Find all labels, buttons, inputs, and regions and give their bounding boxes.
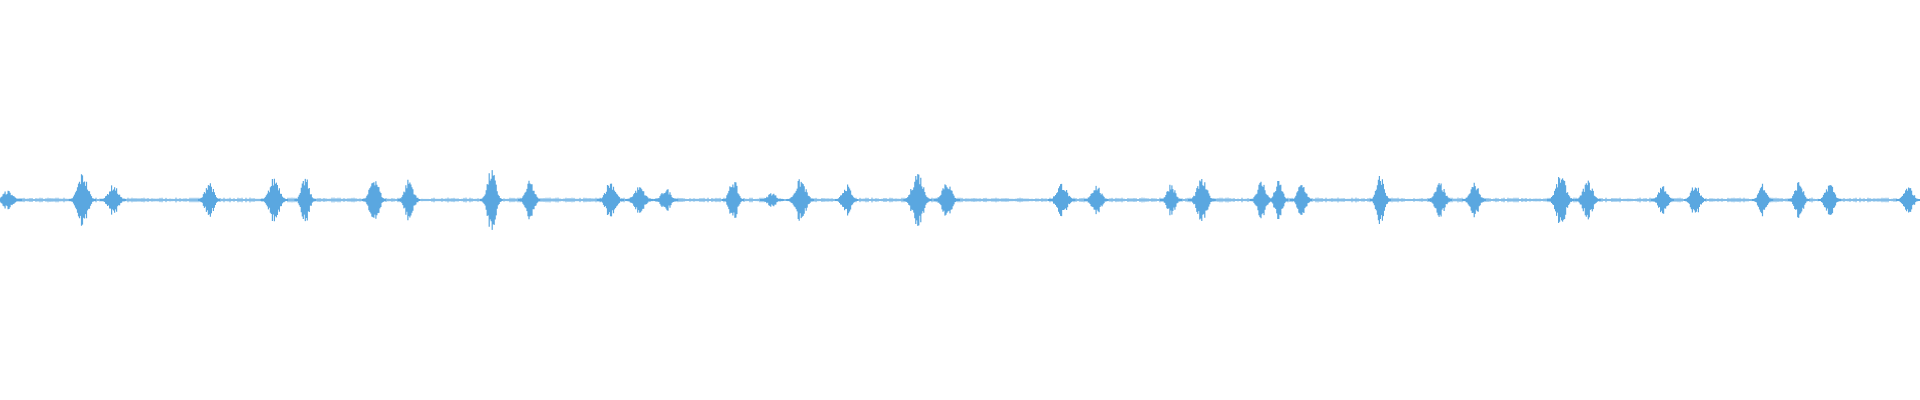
waveform-burst — [760, 193, 784, 207]
waveform-burst — [1788, 182, 1810, 218]
waveform-burst — [1083, 185, 1109, 215]
waveform-burst — [397, 179, 421, 221]
waveform-burst — [260, 178, 288, 222]
waveform-burst — [518, 180, 541, 220]
waveform-burst — [1896, 187, 1920, 213]
waveform-burst — [1817, 185, 1842, 215]
waveform-burst — [596, 183, 625, 217]
waveform-burst — [1048, 183, 1076, 217]
waveform-burst — [1427, 183, 1452, 217]
waveform-burst — [625, 187, 654, 213]
waveform-burst — [722, 182, 745, 218]
waveform-burst — [1369, 176, 1391, 224]
waveform-burst — [294, 178, 316, 222]
waveform-burst — [1683, 187, 1706, 213]
waveform-burst — [100, 185, 127, 215]
waveform-burst — [68, 174, 97, 226]
waveform-burst — [1462, 182, 1486, 218]
waveform-burst — [1651, 186, 1675, 214]
waveform-bursts — [0, 170, 1920, 230]
waveform-burst — [903, 174, 932, 226]
waveform-burst — [1547, 177, 1575, 223]
waveform-burst — [1751, 183, 1774, 217]
waveform-burst — [1160, 184, 1182, 216]
waveform-burst — [197, 183, 220, 217]
waveform-burst — [1574, 180, 1601, 220]
waveform-burst — [786, 179, 814, 221]
waveform-burst — [933, 184, 960, 216]
waveform-burst — [1268, 181, 1289, 219]
waveform-burst — [835, 184, 859, 216]
waveform-burst — [362, 181, 387, 219]
waveform-burst — [653, 189, 679, 211]
waveform-burst — [1188, 179, 1216, 221]
waveform-burst — [479, 170, 503, 230]
waveform-burst — [1290, 185, 1313, 215]
waveform-burst — [0, 190, 22, 210]
